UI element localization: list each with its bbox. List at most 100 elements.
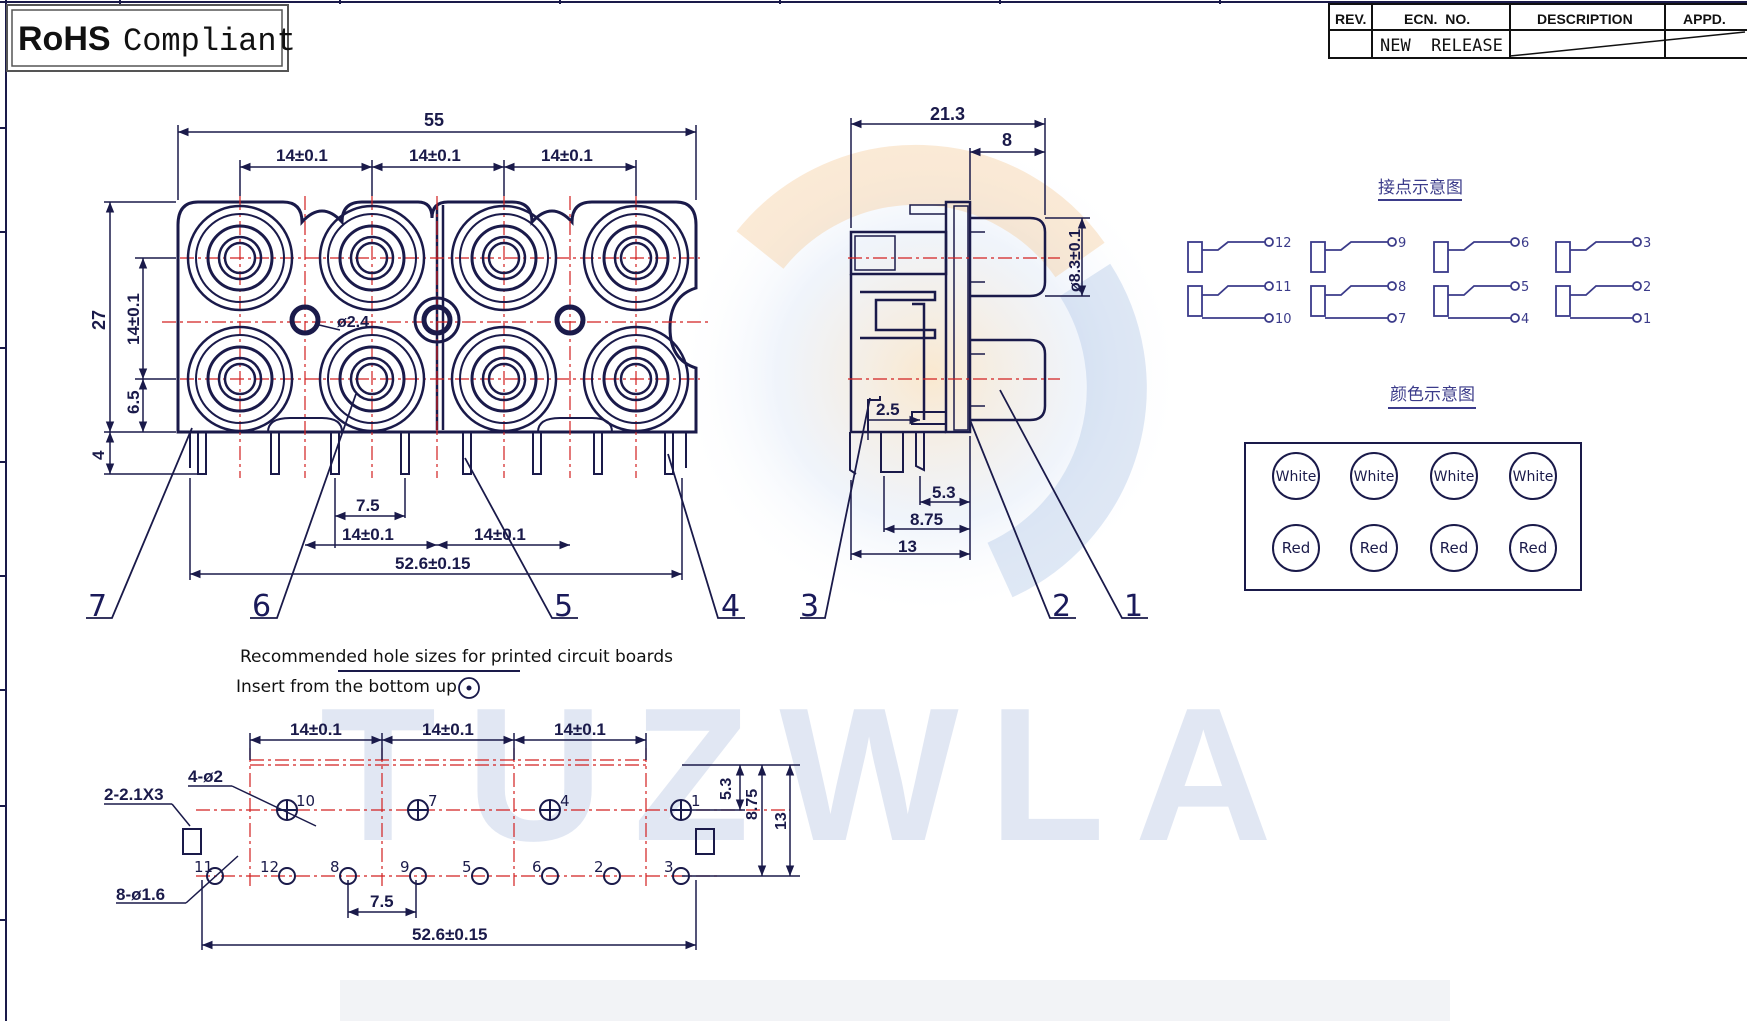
pin-3: 3: [664, 858, 674, 876]
rohs-badge: RoHS Compliant: [6, 4, 296, 72]
dim-base: 13: [898, 537, 917, 556]
pin-12: 12: [260, 858, 279, 876]
contact-pin-label: 3: [1643, 236, 1651, 251]
title-block: REV. ECN. NO. DESCRIPTION APPD. NEW RELE…: [1328, 3, 1747, 59]
rev-header: REV.: [1335, 11, 1366, 27]
dim-plug-dia: ø8.3±0.1: [1067, 229, 1084, 292]
contact-pin-label: 5: [1521, 280, 1529, 295]
side-view: 21.3 8 ø8.3±0.1 2.5 5.3 8.75 13: [848, 104, 1090, 560]
pin-9: 9: [400, 858, 410, 876]
pin-5: 5: [462, 858, 472, 876]
pin-7: 7: [428, 792, 438, 810]
pin-10: 10: [296, 792, 315, 810]
pcb-pitch-1: 14±0.1: [290, 720, 342, 739]
dim-hole-dia: ø2.4: [337, 314, 369, 331]
pcb-dim-b: 8.75: [744, 789, 761, 820]
dim-pitch-b2: 14±0.1: [474, 525, 526, 544]
contact-pin-label: 8: [1398, 280, 1406, 295]
pcb-dim-c: 13: [773, 812, 790, 830]
contact-pin-label: 12: [1275, 236, 1292, 251]
pin-2: 2: [594, 858, 604, 876]
contact-terminal: [1510, 313, 1520, 323]
color-red-3: Red: [1440, 539, 1469, 557]
contact-terminal: [1387, 313, 1397, 323]
appd-header: APPD.: [1683, 11, 1726, 27]
callout-3: 3: [800, 589, 819, 624]
pin-1: 1: [691, 792, 701, 810]
color-red-2: Red: [1360, 539, 1389, 557]
contact-pin-label: 9: [1398, 236, 1406, 251]
pcb-dim-a: 5.3: [718, 778, 735, 800]
contact-pin-label: 1: [1643, 312, 1651, 327]
description-header: DESCRIPTION: [1537, 11, 1633, 27]
dim-pin-span: 52.6±0.15: [395, 554, 471, 573]
contact-terminal: [1264, 237, 1274, 247]
dim-pitch-b1: 14±0.1: [342, 525, 394, 544]
callout-7: 7: [88, 589, 107, 624]
bottom-blur: [340, 980, 1450, 1021]
dim-depth: 21.3: [930, 104, 965, 124]
contact-terminal: [1510, 281, 1520, 291]
pcb-layout: Recommended hole sizes for printed circu…: [104, 647, 800, 950]
jack-array: [186, 204, 690, 433]
release-text: NEW RELEASE: [1380, 36, 1503, 56]
pin-11: 11: [194, 858, 213, 876]
pin-4: 4: [560, 792, 570, 810]
color-red-4: Red: [1519, 539, 1548, 557]
dim-row-pitch: 14±0.1: [124, 293, 143, 345]
dim-height: 27: [89, 310, 109, 330]
pin-legs: [189, 417, 687, 475]
pcb-hole-label-a: 4-ø2: [188, 767, 223, 786]
dim-plug-len: 8: [1002, 130, 1012, 150]
callout-6: 6: [252, 589, 271, 624]
contact-terminal: [1387, 237, 1397, 247]
dim-overall-width: 55: [424, 110, 444, 130]
color-white-1: White: [1276, 469, 1317, 485]
contact-pin-label: 10: [1275, 312, 1292, 327]
color-diagram: 颜色示意图 White White White White Red Red Re…: [1244, 385, 1582, 591]
watermark-text: TUZWLA: [320, 669, 1302, 881]
contact-pin-label: 6: [1521, 236, 1529, 251]
dim-pin-c: 8.75: [910, 510, 943, 529]
pcb-pitch-2: 14±0.1: [422, 720, 474, 739]
ecn-header: ECN. NO.: [1404, 11, 1470, 27]
callout-leaders: [86, 389, 1148, 619]
color-white-4: White: [1513, 469, 1554, 485]
pin-6: 6: [532, 858, 542, 876]
pcb-pin-spacing: 7.5: [370, 892, 394, 911]
color-diagram-title: 颜色示意图: [1390, 385, 1475, 405]
contact-terminal: [1632, 313, 1642, 323]
contact-terminal: [1387, 281, 1397, 291]
contact-pin-label: 4: [1521, 312, 1529, 327]
callout-4: 4: [721, 589, 740, 624]
contact-terminal: [1264, 313, 1274, 323]
callout-1: 1: [1124, 589, 1143, 624]
pcb-subtitle: Insert from the bottom up: [236, 677, 457, 697]
contact-terminal: [1264, 281, 1274, 291]
pin-8: 8: [330, 858, 340, 876]
dim-pin-spacing: 7.5: [356, 496, 380, 515]
connector-body: [176, 200, 698, 434]
dim-pitch-2: 14±0.1: [409, 146, 461, 165]
dim-pin-depth: 4: [89, 450, 108, 460]
contact-diagram-title: 接点示意图: [1378, 178, 1463, 198]
contact-group: 987: [1310, 236, 1406, 327]
contact-terminal: [1632, 237, 1642, 247]
front-dimensions: [104, 125, 697, 580]
callout-5: 5: [554, 589, 573, 624]
pcb-span: 52.6±0.15: [412, 925, 488, 944]
color-red-1: Red: [1282, 539, 1311, 557]
color-white-3: White: [1434, 469, 1475, 485]
dim-pin-b: 5.3: [932, 483, 956, 502]
dim-pitch-3: 14±0.1: [541, 146, 593, 165]
pcb-slot-label: 2-2.1X3: [104, 785, 164, 804]
front-view: 55 14±0.1 14±0.1 14±0.1 27 14±0.1 6.5 4 …: [89, 110, 712, 580]
dim-pitch-1: 14±0.1: [276, 146, 328, 165]
color-white-2: White: [1354, 469, 1395, 485]
dim-pin-a: 2.5: [876, 400, 900, 419]
